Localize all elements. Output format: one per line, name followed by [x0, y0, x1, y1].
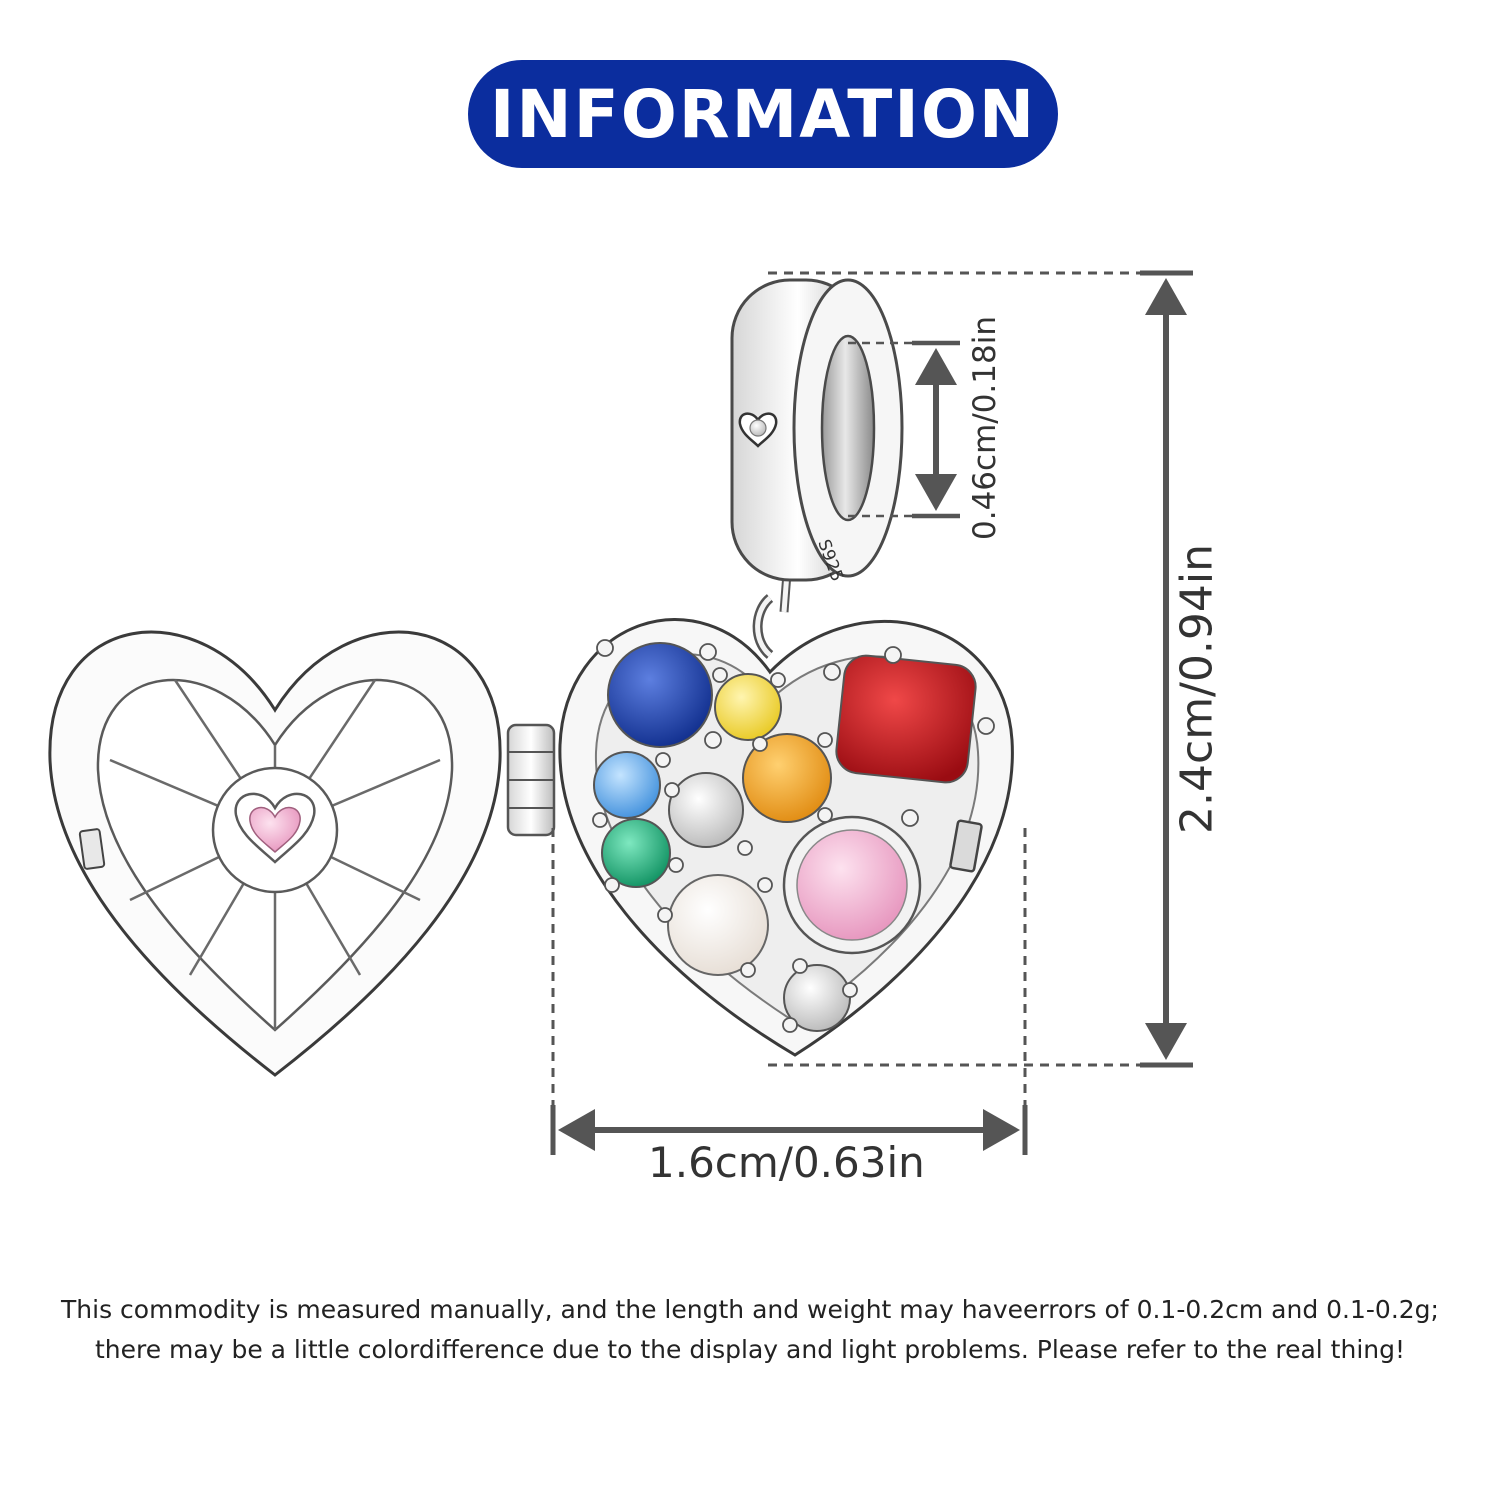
green-gem	[601, 818, 671, 888]
width-dimension-label: 1.6cm/0.63in	[648, 1138, 925, 1187]
disclaimer-line-1: This commodity is measured manually, and…	[61, 1295, 1439, 1324]
charm-bail: S925	[730, 278, 904, 659]
gemstones	[592, 639, 995, 1033]
clear-gem-bottom	[783, 964, 851, 1032]
light-blue-gem	[593, 751, 661, 819]
pink-gem	[796, 829, 908, 941]
locket-lid	[48, 630, 502, 1077]
red-cushion-gem	[835, 654, 977, 784]
gem-prongs	[592, 639, 995, 1033]
hole-dimension-label: 0.46cm/0.18in	[967, 316, 1003, 540]
locket-hinge	[506, 723, 556, 837]
pearl	[667, 874, 769, 976]
orange-gem	[742, 733, 832, 823]
lid-pink-heart-gem	[249, 806, 301, 854]
blue-gem	[607, 642, 713, 748]
disclaimer-line-2: there may be a little colordifference du…	[94, 1335, 1406, 1364]
dimension-lines	[550, 270, 1193, 1155]
yellow-gem	[714, 673, 782, 741]
clear-gem-center	[668, 772, 744, 848]
height-dimension-label: 2.4cm/0.94in	[1171, 544, 1223, 834]
information-header: INFORMATION	[468, 60, 1058, 168]
header-title: INFORMATION	[489, 75, 1037, 153]
measurement-disclaimer: This commodity is measured manually, and…	[0, 1290, 1500, 1370]
